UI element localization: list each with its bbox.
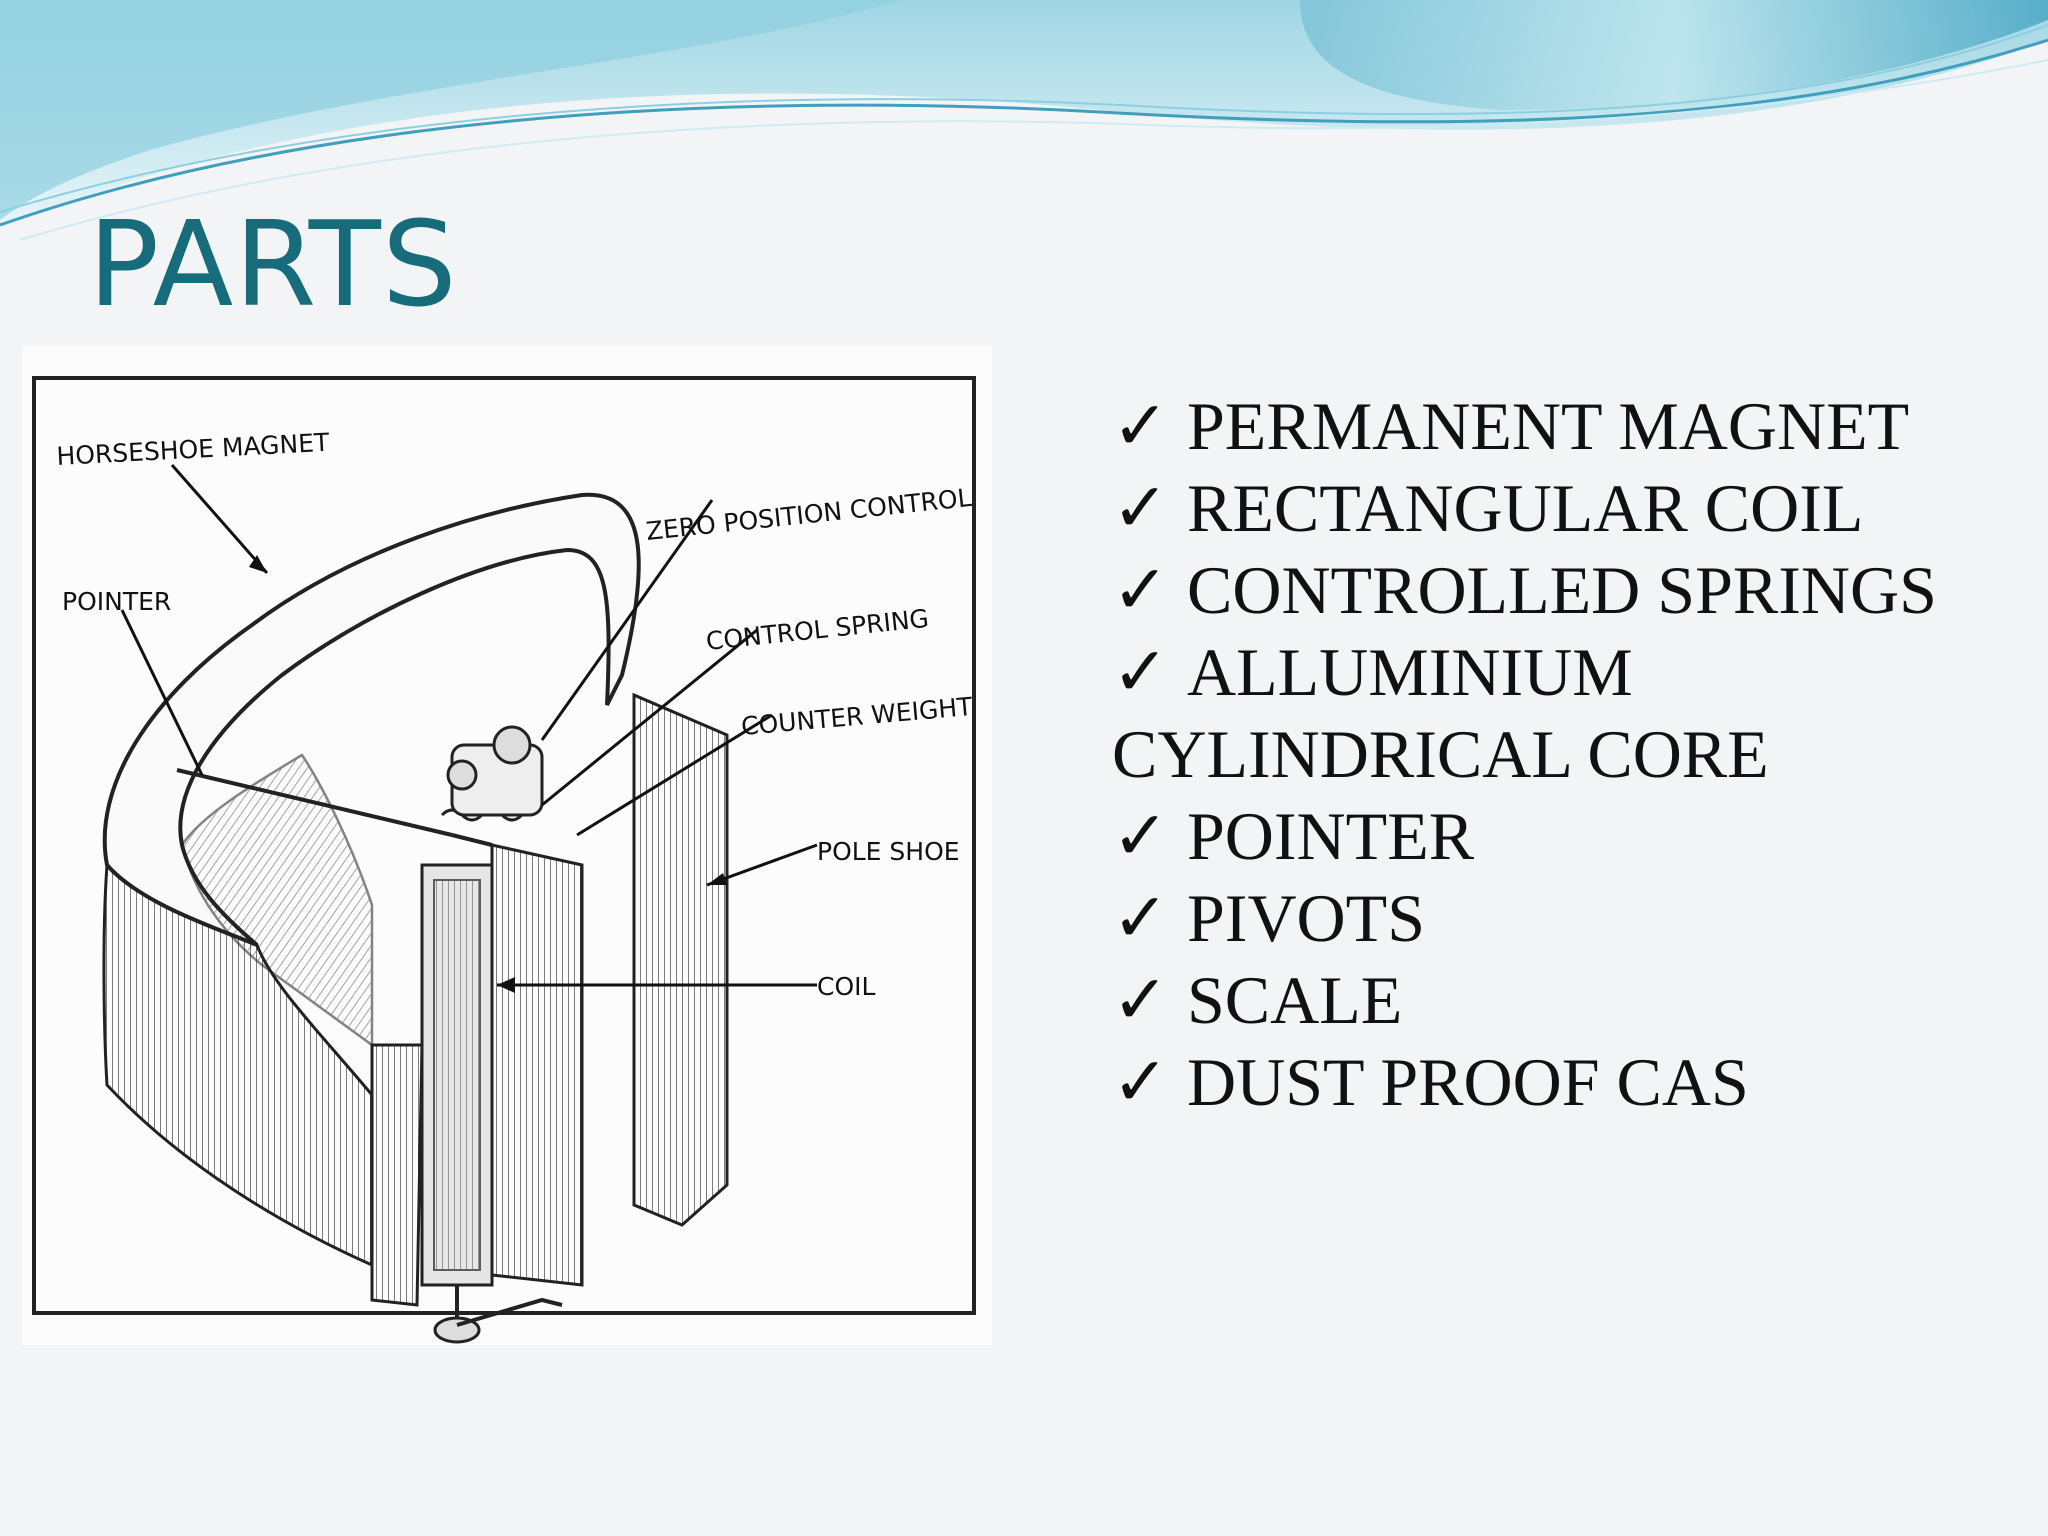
magnet-right-body (632, 692, 729, 1227)
check-icon: ✓ (1112, 1044, 1169, 1120)
list-item-text: ALLUMINIUM CYLINDRICAL CORE (1112, 634, 1769, 792)
header-wave-decoration (0, 0, 2048, 240)
leader-horseshoe (170, 464, 269, 574)
label-coil: COIL (817, 972, 876, 1001)
diagram-drawing: HORSESHOE MAGNET ZERO POSITION CONTROL P… (32, 376, 976, 1344)
list-item: ✓SCALE (1112, 959, 1972, 1041)
list-item-text: SCALE (1186, 962, 1403, 1038)
check-icon: ✓ (1112, 470, 1169, 546)
check-icon: ✓ (1112, 962, 1169, 1038)
list-item: ✓RECTANGULAR COIL (1112, 467, 1972, 549)
leader-spring (541, 628, 758, 807)
rectangular-coil (433, 879, 481, 1271)
list-item-text: POINTER (1186, 798, 1475, 874)
moving-coil-instrument-diagram: HORSESHOE MAGNET ZERO POSITION CONTROL P… (22, 345, 992, 1345)
check-icon: ✓ (1112, 388, 1169, 464)
list-item-text: DUST PROOF CAS (1186, 1044, 1749, 1120)
magnet-inner-wall (180, 753, 374, 1048)
leader-zero (540, 499, 714, 741)
leader-pointer (120, 609, 204, 776)
list-item-text: RECTANGULAR COIL (1186, 470, 1864, 546)
list-item: ✓PERMANENT MAGNET (1112, 385, 1972, 467)
list-item: ✓CONTROLLED SPRINGS (1112, 549, 1972, 631)
list-item: ✓POINTER (1112, 795, 1972, 877)
bottom-arm (456, 1297, 563, 1327)
right-pole-shoe (490, 843, 584, 1287)
pointer-needle (176, 768, 453, 837)
label-pole-shoe: POLE SHOE (817, 837, 960, 866)
parts-list: ✓PERMANENT MAGNET ✓RECTANGULAR COIL ✓CON… (1112, 385, 1972, 1123)
list-item-text: PIVOTS (1186, 880, 1426, 956)
check-icon: ✓ (1112, 552, 1169, 628)
label-pointer: POINTER (62, 587, 171, 616)
list-item: ✓PIVOTS (1112, 877, 1972, 959)
check-icon: ✓ (1112, 880, 1169, 956)
pointer-tail (451, 833, 493, 847)
list-item-text: CONTROLLED SPRINGS (1186, 552, 1937, 628)
list-item: ✓ALLUMINIUM CYLINDRICAL CORE (1112, 631, 1972, 795)
leader-pole (706, 843, 818, 887)
leader-counter (576, 713, 773, 837)
check-icon: ✓ (1112, 798, 1169, 874)
spindle-knob (446, 759, 478, 791)
list-item: ✓DUST PROOF CAS (1112, 1041, 1972, 1123)
bottom-pivot (433, 1316, 481, 1344)
slide-title: PARTS (88, 195, 458, 333)
left-pole-shoe (370, 1043, 424, 1307)
counter-weight-knob (492, 725, 532, 765)
list-item-text: PERMANENT MAGNET (1186, 388, 1910, 464)
check-icon: ✓ (1112, 634, 1169, 710)
